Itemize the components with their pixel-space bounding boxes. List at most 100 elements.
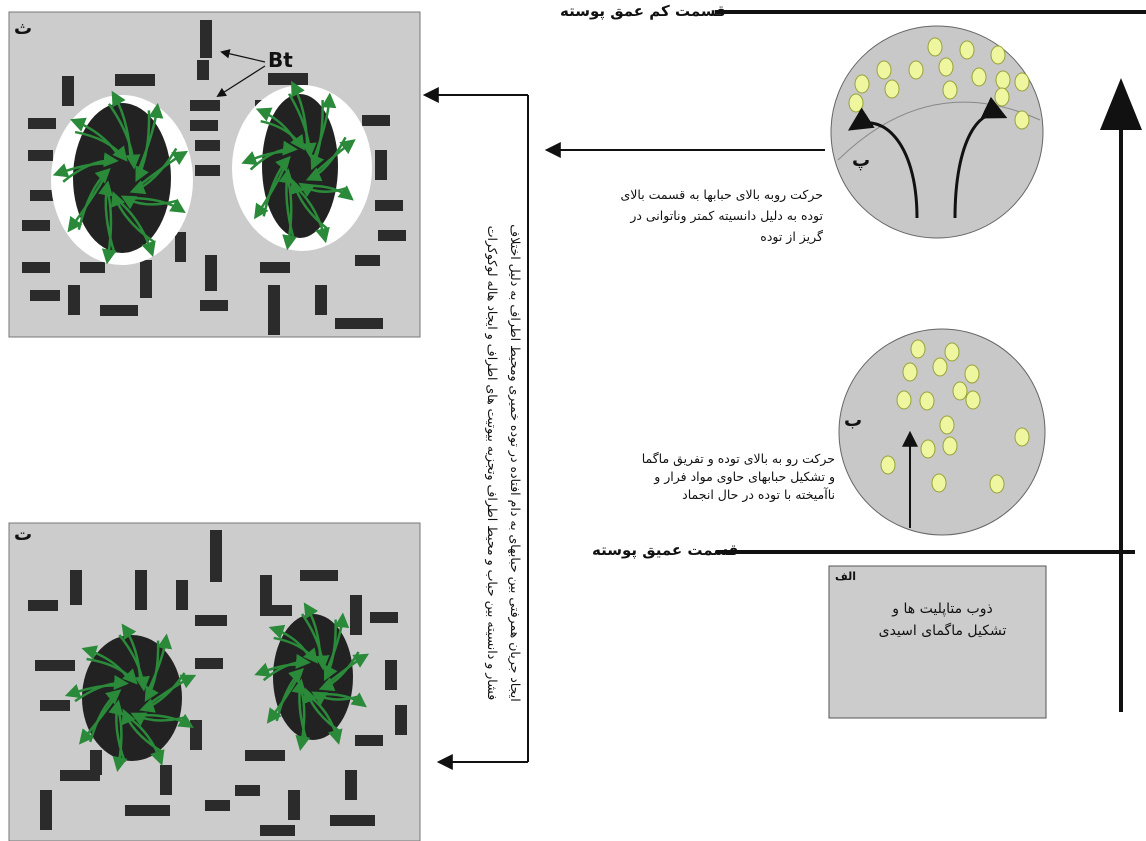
biotite-crystal <box>40 700 70 711</box>
panel-be <box>838 328 1046 536</box>
biotite-crystal <box>235 785 260 796</box>
biotite-crystal <box>330 815 375 826</box>
ascent-axis-arrowhead <box>1100 78 1142 130</box>
volatile-bubble <box>854 74 870 94</box>
volatile-bubble <box>932 357 948 377</box>
volatile-bubble <box>896 390 912 410</box>
biotite-crystal <box>355 735 383 746</box>
biotite-crystal <box>315 285 327 315</box>
biotite-crystal <box>378 230 406 241</box>
panel-pe-text: حرکت روبه بالای حبابها به قسمت بالای تود… <box>538 184 823 247</box>
biotite-crystal <box>395 705 407 735</box>
alef-text-line1: ذوب متاپلیت ها و <box>892 601 993 617</box>
volatile-bubble <box>965 390 981 410</box>
convection-arrow <box>297 188 330 244</box>
biotite-crystal <box>375 200 403 211</box>
biotite-crystal <box>30 190 55 201</box>
biotite-crystal <box>268 285 280 335</box>
convection-arrow <box>268 624 311 658</box>
panel-alef-label: الف <box>835 570 857 583</box>
convection-arrow <box>287 93 317 159</box>
convection-arrow <box>78 698 116 745</box>
volatile-bubble <box>938 57 954 77</box>
biotite-crystal <box>350 595 362 635</box>
volatile-bubble <box>876 60 892 80</box>
biotite-crystal <box>205 255 217 291</box>
biotite-crystal <box>62 76 74 106</box>
biotite-crystal <box>160 765 172 795</box>
biotite-crystal <box>175 232 186 262</box>
biotite-crystal <box>28 118 56 129</box>
convection-arrow <box>67 178 105 233</box>
convection-arrow <box>278 168 296 240</box>
biotite-crystal <box>68 285 80 315</box>
volatile-bubble <box>884 79 900 99</box>
biotite-crystal <box>115 74 155 86</box>
biotite-crystal <box>140 260 152 298</box>
biotite-crystal <box>22 220 50 231</box>
biotite-crystal <box>90 750 102 775</box>
volatile-bubble <box>994 87 1010 107</box>
panel-se-label: ث <box>14 18 33 39</box>
convection-arrow <box>291 80 309 146</box>
volatile-bubble <box>908 60 924 80</box>
volatile-bubble <box>971 67 987 87</box>
convection-arrow <box>137 102 164 170</box>
convection-arrow <box>111 90 132 157</box>
biotite-crystal <box>40 790 52 830</box>
volatile-bubble <box>1014 72 1030 92</box>
biotite-crystal <box>335 318 383 329</box>
be-text-line2: و تشکیل حبابهای حاوی مواد فرار و <box>654 469 835 484</box>
biotite-crystal <box>195 615 227 626</box>
convection-arrow <box>295 690 311 752</box>
convection-arrow <box>74 130 128 162</box>
biotite-crystal <box>370 612 398 623</box>
biotite-crystal <box>200 20 212 58</box>
biotite-crystal <box>260 605 292 616</box>
convection-arrow <box>289 178 328 230</box>
shallow-crust-label: قسمت کم عمق پوسته <box>560 2 727 20</box>
biotite-crystal <box>28 600 58 611</box>
volatile-bubble <box>902 362 918 382</box>
biotite-crystal <box>22 262 50 273</box>
panel-alef-box <box>828 565 1047 719</box>
biotite-crystal <box>355 255 380 266</box>
volatile-bubble <box>959 40 975 60</box>
volatile-bubble <box>952 381 968 401</box>
panel-be-label: ب <box>844 410 863 431</box>
convection-arrow <box>110 191 155 243</box>
convection-arrow <box>107 103 141 170</box>
biotite-crystal <box>197 60 209 80</box>
biotite-crystal <box>190 120 218 131</box>
biotite-crystal <box>385 660 397 690</box>
be-text-line1: حرکت رو به بالای توده و تفریق ماگما <box>641 451 835 466</box>
volatile-bubble <box>1014 110 1030 130</box>
convection-arrow <box>129 147 178 195</box>
be-text-line3: ناآمیخته با توده در حال انجماد <box>682 487 835 502</box>
volatile-bubble <box>931 473 947 493</box>
panel-be-text: حرکت رو به بالای توده و تفریق ماگما و تش… <box>520 450 835 504</box>
pe-text-line1: حرکت روبه بالای حبابها به قسمت بالای <box>620 187 823 202</box>
panel-pe <box>830 25 1044 239</box>
biotite-crystal <box>195 658 223 669</box>
convection-arrow <box>147 633 173 691</box>
convection-arrow <box>255 107 298 144</box>
volatile-bubble <box>927 37 943 57</box>
convection-arrow <box>70 117 119 156</box>
convection-arrow <box>241 150 288 165</box>
convection-arrow <box>81 645 130 679</box>
biotite-crystal <box>190 100 220 111</box>
biotite-crystal <box>205 800 230 811</box>
convection-arrow <box>52 162 108 178</box>
volatile-bubble <box>964 364 980 384</box>
pe-text-line2: توده به دلیل دانسیته کمتر وناتوانی در <box>630 208 823 223</box>
convection-arrow <box>254 166 286 220</box>
biotite-crystal <box>125 805 170 816</box>
biotite-crystal <box>135 570 147 610</box>
volatile-bubble <box>1014 427 1030 447</box>
convection-arrow <box>132 196 186 213</box>
volatile-bubble <box>944 342 960 362</box>
convection-arrow <box>305 136 347 182</box>
convection-arrow <box>303 687 341 733</box>
volatile-bubble <box>939 415 955 435</box>
